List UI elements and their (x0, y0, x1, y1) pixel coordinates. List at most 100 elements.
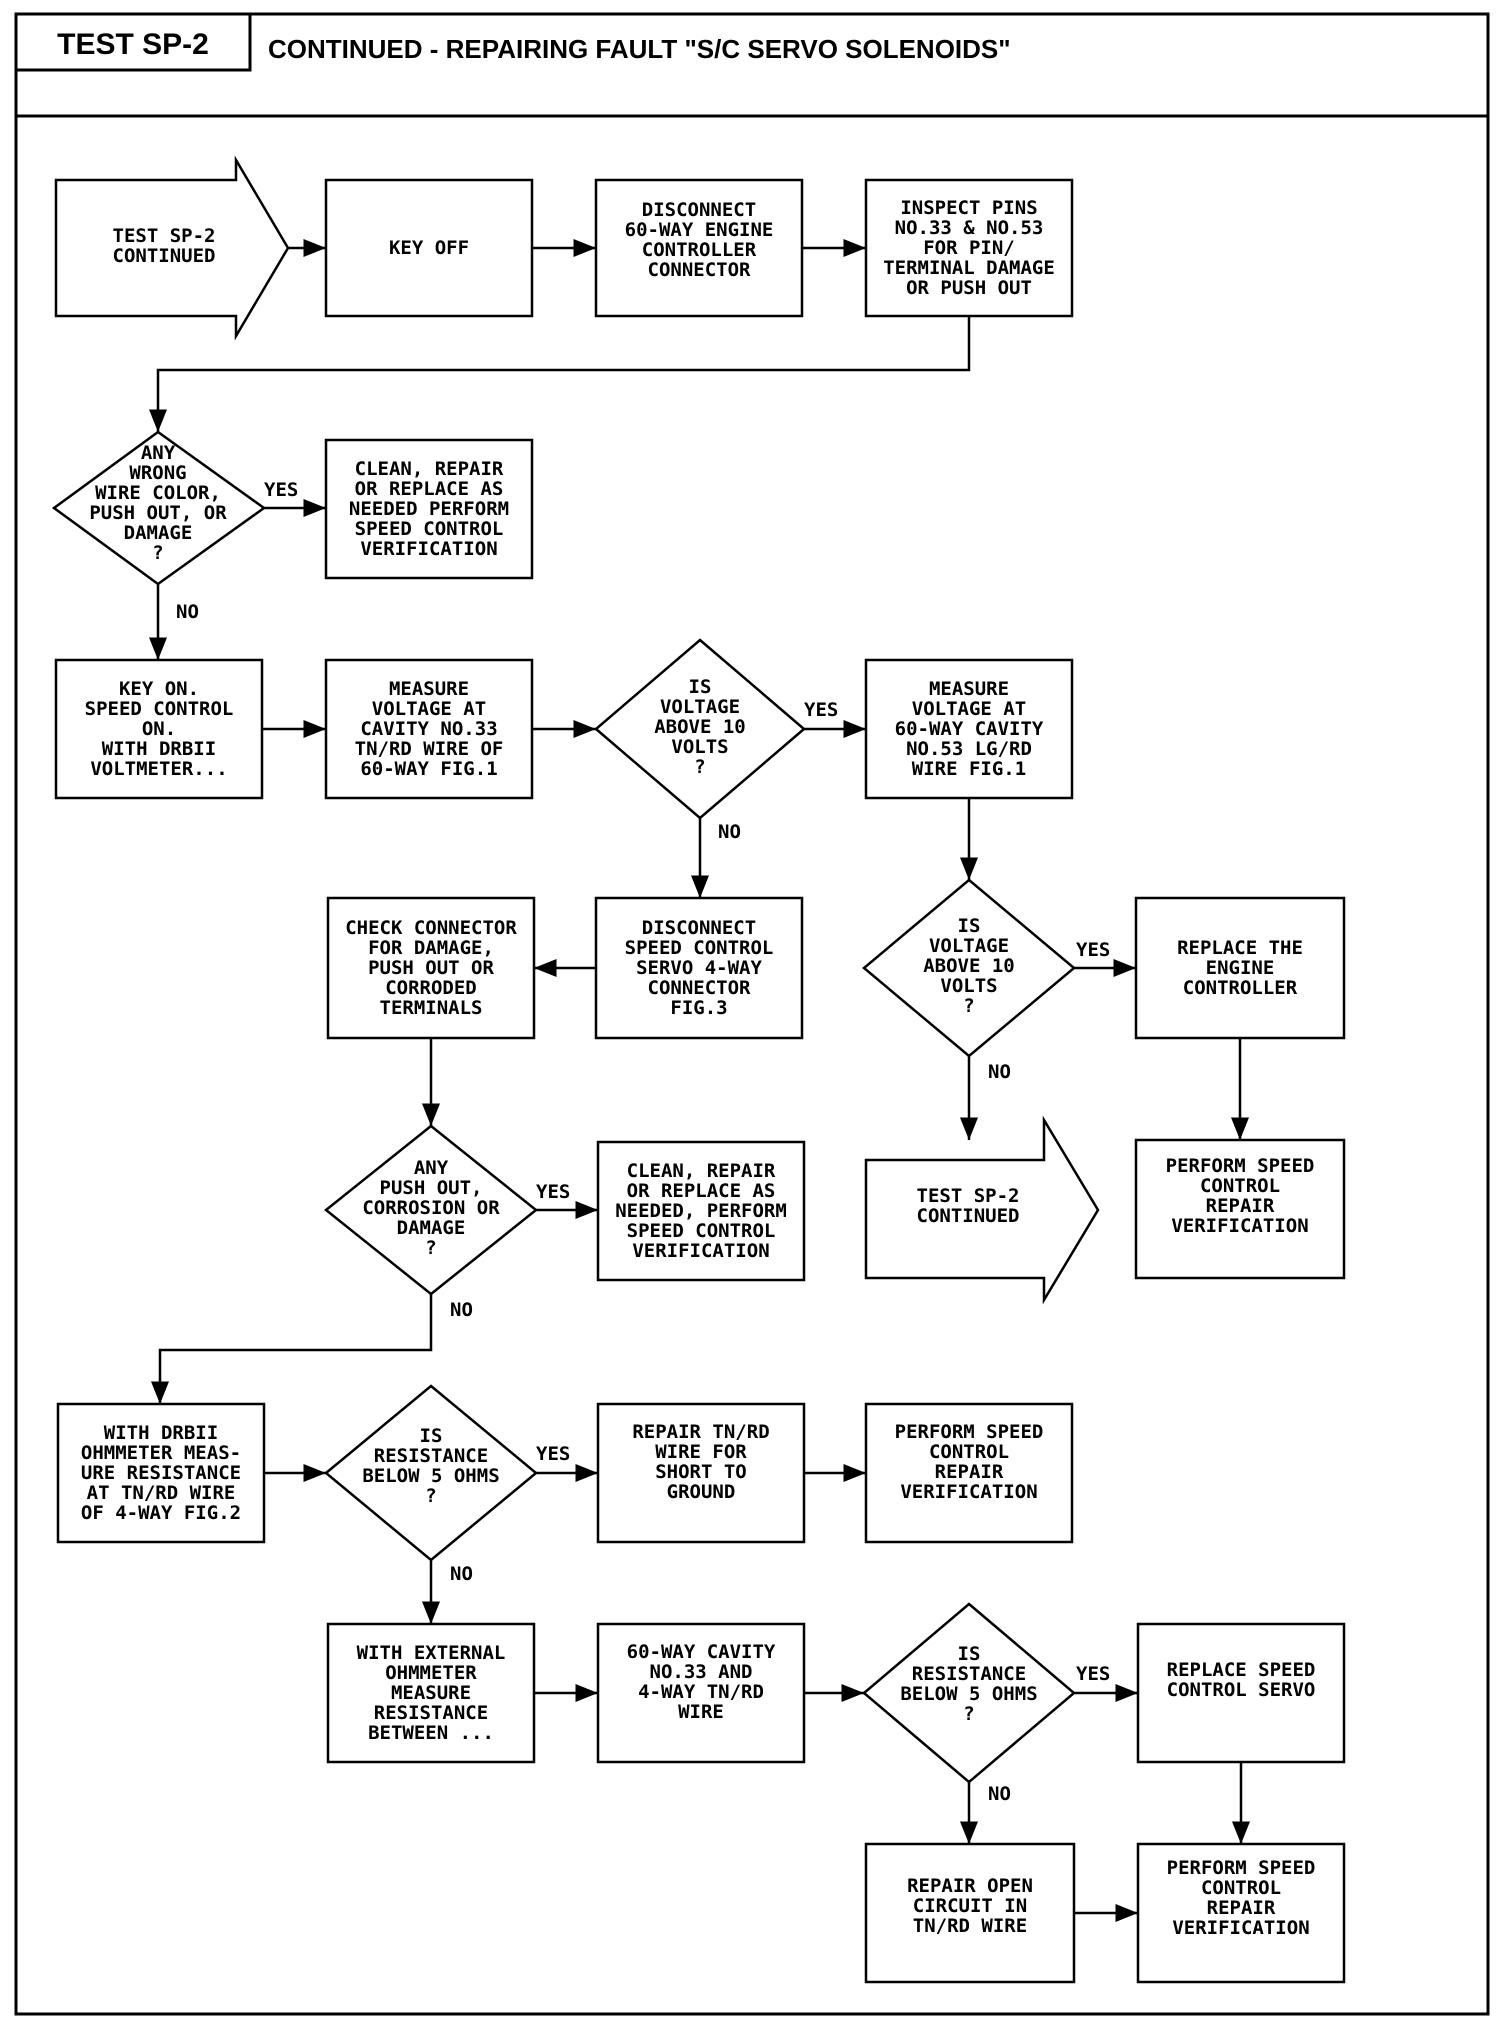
verify-3-line: PERFORM SPEED (1167, 1857, 1316, 1879)
q-wrong-wire-line: ? (152, 542, 163, 564)
key-off-line: KEY OFF (389, 237, 469, 259)
label-no-qres1: NO (450, 1563, 473, 1585)
q-voltage-1-line: IS (689, 676, 712, 698)
inspect-pins-line: FOR PIN/ (923, 237, 1015, 259)
verify-1-line: CONTROL (1200, 1175, 1280, 1197)
ohmmeter-drb-line: URE RESISTANCE (81, 1462, 241, 1484)
q-push-out-line: CORROSION OR (362, 1197, 500, 1219)
disconnect-servo-line: CONNECTOR (648, 977, 752, 999)
repair-open-line: TN/RD WIRE (913, 1915, 1027, 1937)
q-voltage-2-line: VOLTS (940, 975, 997, 997)
key-on-line: SPEED CONTROL (85, 698, 234, 720)
measure-33-line: VOLTAGE AT (372, 698, 486, 720)
clean-repair-2-line: OR REPLACE AS (627, 1180, 776, 1202)
node-verify-1 (1134, 1138, 1346, 1280)
q-wrong-wire-line: WIRE COLOR, (95, 482, 221, 504)
replace-servo-line: CONTROL SERVO (1167, 1679, 1316, 1701)
label-yes-qpush: YES (536, 1181, 570, 1203)
ext-ohmmeter-line: MEASURE (391, 1682, 471, 1704)
label-no-qwire: NO (176, 601, 199, 623)
measure-53-line: NO.53 LG/RD (906, 738, 1032, 760)
key-on-line: WITH DRBII (102, 738, 216, 760)
node-test-cont-2-arrow (864, 1115, 1100, 1305)
replace-servo-line: REPLACE SPEED (1167, 1659, 1316, 1681)
disconnect-servo-line: SERVO 4-WAY (636, 957, 762, 979)
q-voltage-2-line: VOLTAGE (929, 935, 1009, 957)
ohmmeter-drb-line: AT TN/RD WIRE (87, 1482, 236, 1504)
disconnect-servo-line: DISCONNECT (642, 917, 756, 939)
cavity-33-line: 4-WAY TN/RD (638, 1681, 764, 1703)
ext-ohmmeter-line: OHMMETER (385, 1662, 477, 1684)
verify-3-line: REPAIR (1207, 1897, 1276, 1919)
edge-qpush-no (151, 1294, 433, 1404)
clean-repair-2-line: NEEDED, PERFORM (615, 1200, 787, 1222)
clean-repair-1-line: CLEAN, REPAIR (355, 458, 504, 480)
verify-1-line: VERIFICATION (1171, 1215, 1308, 1237)
check-connector-line: TERMINALS (380, 997, 483, 1019)
repair-open-line: REPAIR OPEN (907, 1875, 1033, 1897)
clean-repair-2-line: SPEED CONTROL (627, 1220, 776, 1242)
replace-controller-line: CONTROLLER (1183, 977, 1298, 999)
q-push-out-line: PUSH OUT, (380, 1177, 483, 1199)
cavity-33-line: WIRE (678, 1701, 724, 1723)
check-connector-line: PUSH OUT OR (368, 957, 494, 979)
key-on-line: ON. (142, 718, 176, 740)
verify-1-line: REPAIR (1206, 1195, 1275, 1217)
q-resist-1-line: RESISTANCE (374, 1445, 488, 1467)
repair-short-line: GROUND (667, 1481, 736, 1503)
repair-short-line: REPAIR TN/RD (632, 1421, 769, 1443)
test-cont-2-line: CONTINUED (917, 1205, 1020, 1227)
measure-33-line: MEASURE (389, 678, 469, 700)
q-wrong-wire-line: DAMAGE (124, 522, 193, 544)
inspect-pins-line: OR PUSH OUT (906, 277, 1032, 299)
disconnect-60way-line: CONTROLLER (642, 239, 757, 261)
q-voltage-1-line: ABOVE 10 (654, 716, 746, 738)
q-wrong-wire-line: WRONG (129, 462, 186, 484)
disconnect-60way-line: 60-WAY ENGINE (625, 219, 774, 241)
verify-2-line: PERFORM SPEED (895, 1421, 1044, 1443)
q-resist-2-line: BELOW 5 OHMS (900, 1683, 1037, 1705)
clean-repair-1-line: SPEED CONTROL (355, 518, 504, 540)
label-no-qv1: NO (718, 821, 741, 843)
label-no-qv2: NO (988, 1061, 1011, 1083)
test-cont-2-line: TEST SP-2 (917, 1185, 1020, 1207)
label-yes-qwire: YES (264, 479, 298, 501)
q-voltage-2-line: IS (958, 915, 981, 937)
edge-inspect-qwire (149, 316, 971, 432)
key-on-line: KEY ON. (119, 678, 199, 700)
repair-short-line: SHORT TO (655, 1461, 747, 1483)
clean-repair-2-line: CLEAN, REPAIR (627, 1160, 776, 1182)
measure-53-line: VOLTAGE AT (912, 698, 1026, 720)
disconnect-servo-line: SPEED CONTROL (625, 937, 774, 959)
ohmmeter-drb-line: OHMMETER MEAS- (81, 1442, 241, 1464)
node-start-arrow (54, 155, 290, 341)
label-yes-qres1: YES (536, 1443, 570, 1465)
start-line: CONTINUED (113, 245, 216, 267)
clean-repair-1-line: VERIFICATION (360, 538, 497, 560)
clean-repair-1-line: OR REPLACE AS (355, 478, 504, 500)
q-resist-2-line: ? (963, 1703, 974, 1725)
cavity-33-line: 60-WAY CAVITY (627, 1641, 776, 1663)
verify-2-line: REPAIR (935, 1461, 1004, 1483)
verify-1-line: PERFORM SPEED (1166, 1155, 1315, 1177)
page-frame (14, 12, 1490, 2016)
inspect-pins-line: TERMINAL DAMAGE (883, 257, 1055, 279)
key-on-line: VOLTMETER... (90, 758, 227, 780)
repair-short-line: WIRE FOR (655, 1441, 747, 1463)
label-yes-qv2: YES (1076, 939, 1110, 961)
clean-repair-2-line: VERIFICATION (632, 1240, 769, 1262)
